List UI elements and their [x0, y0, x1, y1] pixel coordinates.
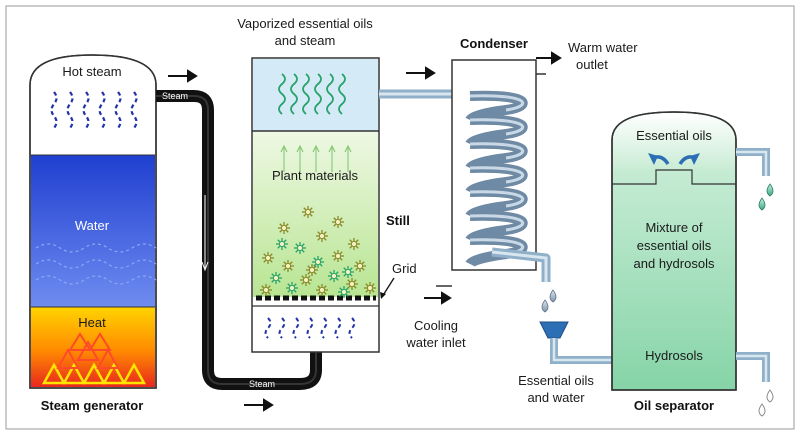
coil-highlight — [469, 214, 525, 232]
vaporized-label-line2: and steam — [275, 33, 336, 48]
star-flower-icon — [316, 284, 328, 296]
still: Vaporized essential oils and steam Plant… — [237, 16, 417, 353]
star-flower-icon — [300, 274, 312, 286]
oil-separator: Essential oils Mixture of essential oils… — [611, 111, 770, 413]
cooling-label-line2: water inlet — [405, 335, 466, 350]
oils-water-label-line2: and water — [527, 390, 585, 405]
star-flower-icon — [270, 272, 282, 284]
mixture-label-line3: and hydrosols — [634, 256, 715, 271]
star-flower-icon — [316, 230, 328, 242]
star-flower-icon — [286, 282, 298, 294]
star-flower-icon — [328, 270, 340, 282]
steam-wave-icon — [264, 317, 356, 339]
outer-frame — [5, 5, 795, 430]
condenser: Condenser Warm water outlet Cooling wate… — [405, 36, 638, 350]
star-flower-icon — [278, 222, 290, 234]
flame-inner-icon — [56, 332, 120, 369]
star-flower-icon — [260, 284, 272, 296]
water-label: Water — [75, 218, 110, 233]
star-flower-icon — [364, 282, 376, 294]
essential-oil-droplet-icon — [758, 183, 774, 211]
essential-oils-label: Essential oils — [636, 128, 712, 143]
flame-icon — [41, 362, 147, 385]
heat-label: Heat — [78, 315, 106, 330]
arrow-right-icon — [168, 51, 562, 412]
hydrosols-label: Hydrosols — [645, 348, 703, 363]
steam-generator-label: Steam generator — [41, 398, 144, 413]
warm-water-label-line1: Warm water — [568, 40, 638, 55]
plant-materials-label: Plant materials — [272, 168, 358, 183]
star-flower-icon — [332, 216, 344, 228]
star-flower-icon — [312, 256, 324, 268]
star-flower-icon — [354, 260, 366, 272]
coil-highlight — [469, 94, 525, 112]
hot-steam-label: Hot steam — [62, 64, 121, 79]
star-flower-icon — [342, 266, 354, 278]
star-flower-icon — [306, 264, 318, 276]
still-label: Still — [386, 213, 410, 228]
funnel: Essential oils and water — [518, 321, 612, 405]
plant-material-icon — [260, 206, 376, 298]
vapor-wave-icon — [278, 73, 346, 115]
oils-water-label-line1: Essential oils — [518, 373, 594, 388]
star-flower-icon — [282, 260, 294, 272]
oil-separator-label: Oil separator — [634, 398, 714, 413]
coil-highlight — [469, 190, 525, 208]
star-flower-icon — [348, 238, 360, 250]
mixture-label-line1: Mixture of — [645, 220, 702, 235]
coil-highlight — [469, 166, 525, 184]
star-flower-icon — [338, 286, 350, 298]
water-layer — [31, 155, 155, 307]
water-wave-icon — [35, 243, 157, 285]
star-flower-icon — [294, 242, 306, 254]
mixture-label-line2: essential oils — [637, 238, 712, 253]
star-flower-icon — [276, 238, 288, 250]
droplet-icon — [541, 289, 557, 313]
coil-highlight — [469, 118, 525, 136]
steam-pipe-bottom-label: Steam — [249, 379, 275, 389]
cooling-label-line1: Cooling — [414, 318, 458, 333]
star-flower-icon — [262, 252, 274, 264]
star-flower-icon — [302, 206, 314, 218]
rising-arrow-icon — [280, 144, 352, 172]
vaporized-label-line1: Vaporized essential oils — [237, 16, 373, 31]
steam-pipe: Steam Steam — [156, 90, 322, 390]
warm-water-label-line2: outlet — [576, 57, 608, 72]
steam-generator: Hot steam Water Heat Steam generator — [29, 54, 157, 413]
steam-pipe-top-label: Steam — [162, 91, 188, 101]
vapor-chamber — [253, 59, 378, 131]
condenser-label: Condenser — [460, 36, 528, 51]
star-flower-icon — [332, 250, 344, 262]
coil-highlight — [469, 142, 525, 160]
hydrosol-droplet-icon — [758, 389, 774, 417]
star-flower-icon — [346, 278, 358, 290]
grid-label: Grid — [392, 261, 417, 276]
